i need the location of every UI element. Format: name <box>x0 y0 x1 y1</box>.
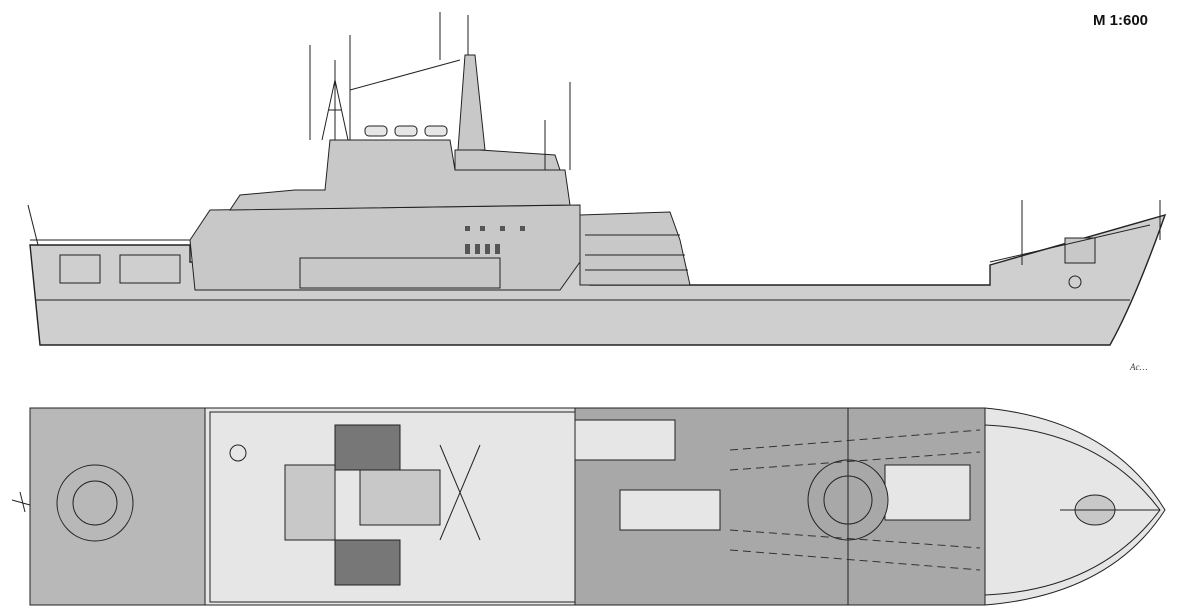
boats <box>364 125 448 137</box>
helipad-aft <box>56 464 134 542</box>
top-plan-view <box>11 407 1166 606</box>
foremast-lattice <box>321 79 349 141</box>
side-profile-view <box>27 12 1167 346</box>
boat-block-port <box>334 424 401 471</box>
aft-deckhouse <box>579 211 691 286</box>
signature: Ac… <box>1129 362 1148 372</box>
scale-label: M 1:600 <box>1093 12 1149 29</box>
gun-mount <box>1064 237 1096 264</box>
superstructure-lower <box>189 204 581 291</box>
cargo-tie-down-lines <box>729 429 981 571</box>
main-mast <box>457 54 486 151</box>
superstructure-mid <box>229 139 571 211</box>
boat-block-stbd <box>334 539 401 586</box>
helideck <box>29 407 206 606</box>
windows <box>465 226 525 254</box>
